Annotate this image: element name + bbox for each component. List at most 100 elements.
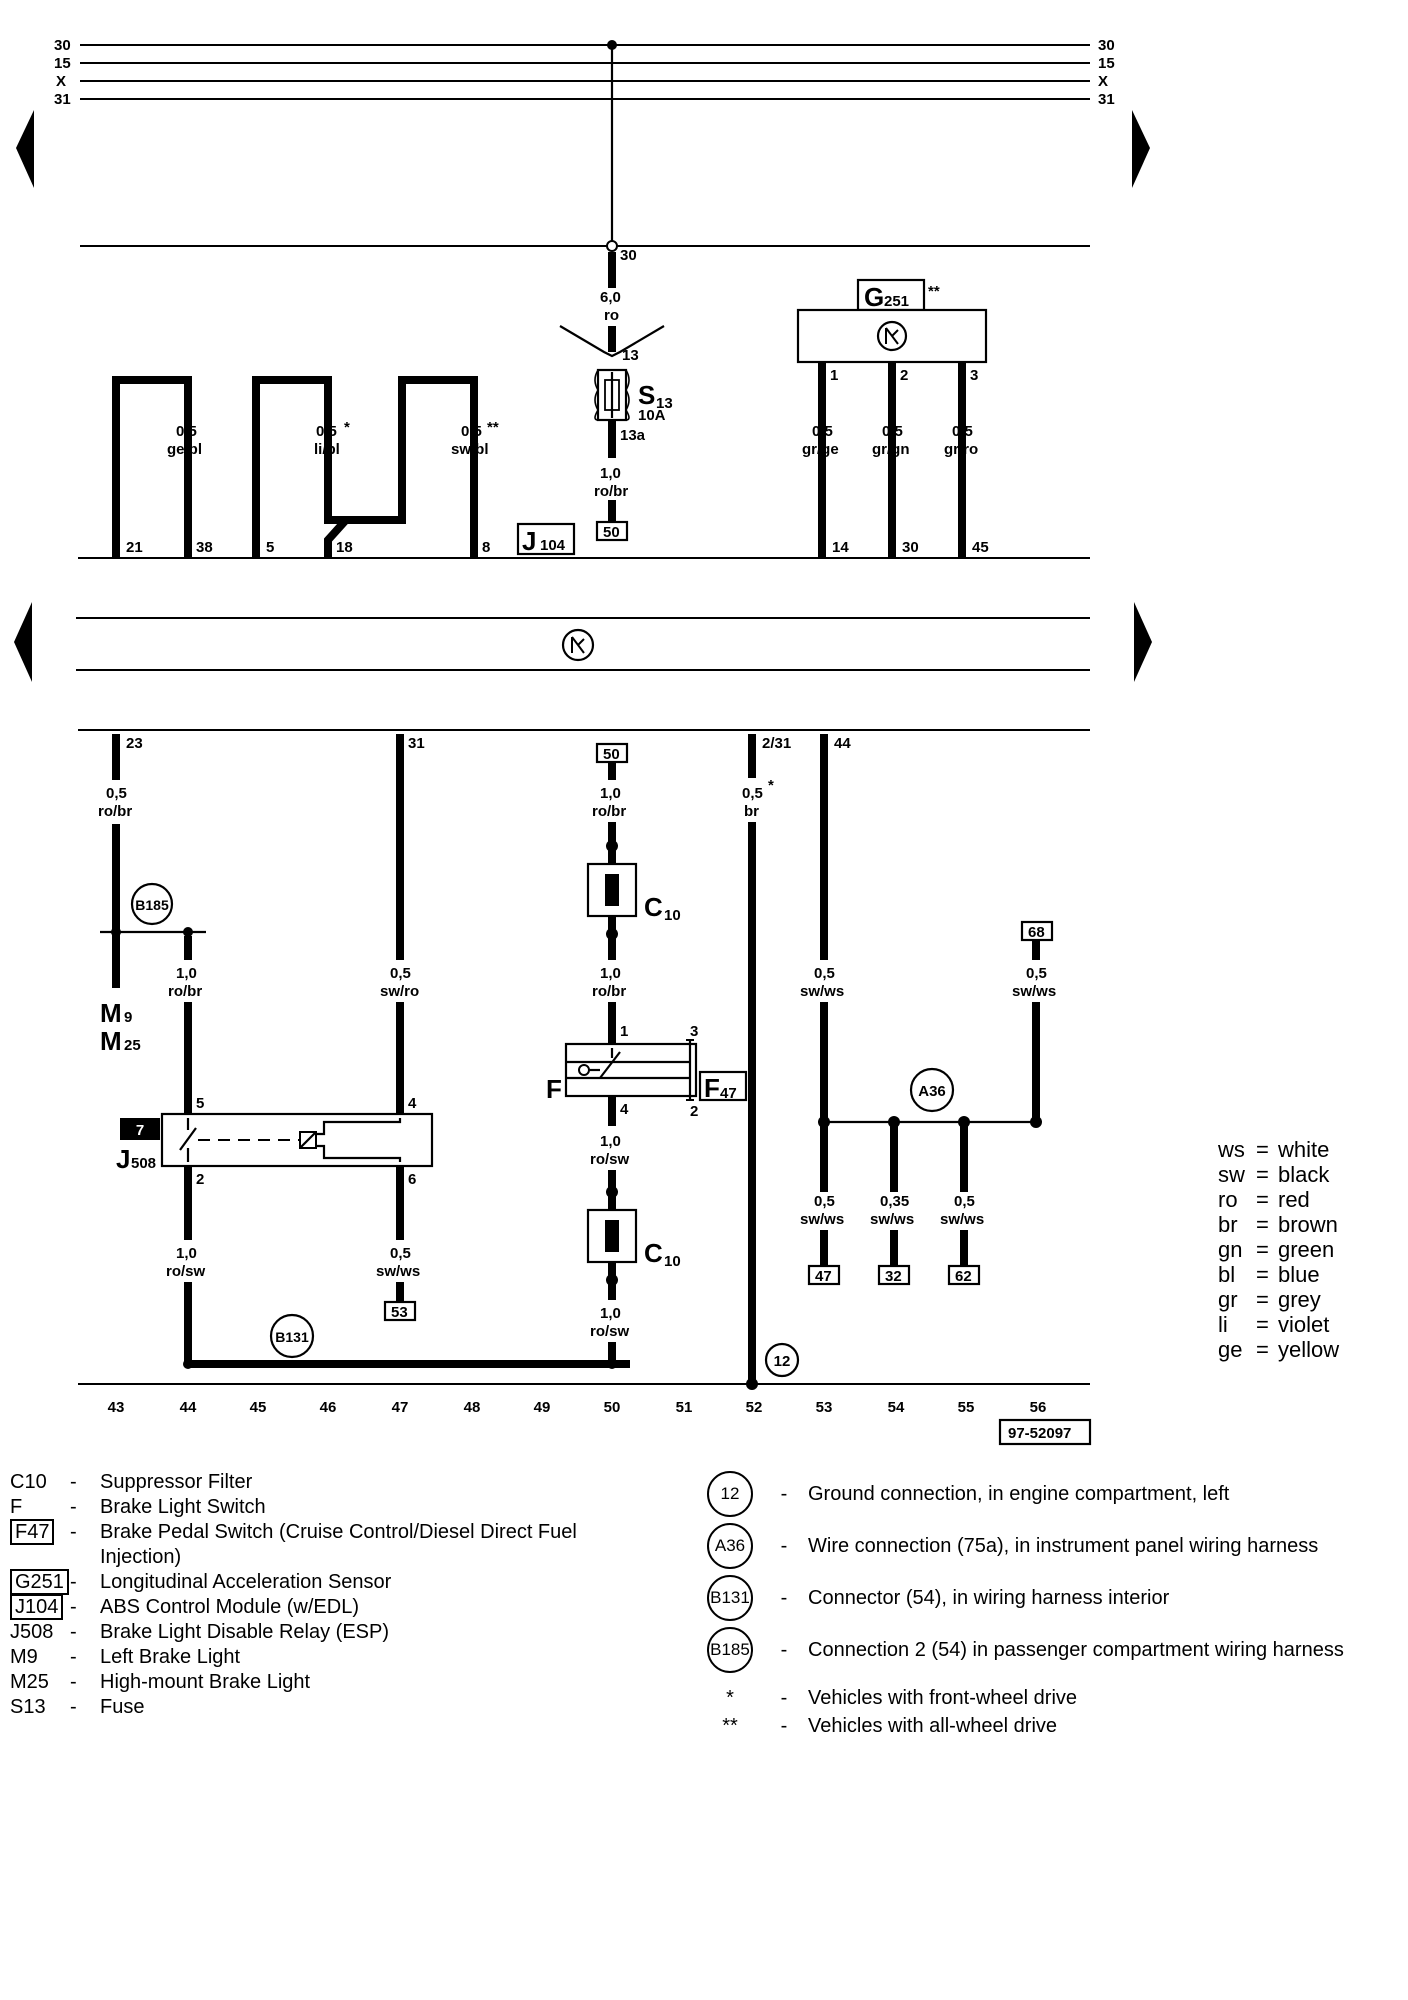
color-code-row: ws=white <box>1218 1137 1339 1162</box>
j508-pin-6: 6 <box>408 1171 416 1188</box>
wire-li-bl-color: li/bl <box>314 441 340 458</box>
color-code-row: gn=green <box>1218 1237 1339 1262</box>
f-pin-3: 3 <box>690 1023 698 1040</box>
wire-connection-a36[interactable]: A36 <box>909 1067 955 1113</box>
wc10b-size: 1,0 <box>600 1305 621 1322</box>
terminal-50-upper: 50 <box>603 524 620 541</box>
scale-tick-53: 53 <box>816 1399 833 1416</box>
bus-label-30-left: 30 <box>54 37 71 54</box>
location-symbol-cell: A36 <box>700 1523 760 1569</box>
w23-color: ro/br <box>98 803 132 820</box>
w23-size: 0,5 <box>106 785 127 802</box>
legend-row: F-Brake Light Switch <box>10 1495 660 1520</box>
note-desc: Vehicles with all-wheel drive <box>808 1714 1058 1737</box>
legend-dash: - <box>780 1586 788 1609</box>
fuse-s13[interactable] <box>594 368 630 422</box>
diagram-id: 97-52097 <box>1008 1425 1071 1442</box>
legend-desc: Longitudinal Acceleration Sensor <box>100 1570 640 1595</box>
color-code: gn <box>1218 1237 1243 1262</box>
terminal-53: 53 <box>391 1304 408 1321</box>
color-name: black <box>1278 1162 1330 1187</box>
color-code-row: br=brown <box>1218 1212 1339 1237</box>
color-name: red <box>1278 1187 1310 1212</box>
color-name: violet <box>1278 1312 1330 1337</box>
legend-desc-line: Brake Light Switch <box>100 1496 266 1518</box>
wire-sw-bl-color: sw/bl <box>451 441 489 458</box>
note-row: *-Vehicles with front-wheel drive <box>700 1684 1344 1712</box>
relay-j508[interactable] <box>160 1112 434 1168</box>
fuse-out-size: 1,0 <box>600 465 621 482</box>
m25-sub: 25 <box>124 1037 141 1054</box>
next-page-arrow-icon-lower[interactable] <box>1134 602 1152 682</box>
g251-w3-size: 0,5 <box>952 423 973 440</box>
bus-label-x-right: X <box>1098 73 1108 90</box>
suppressor-c10-upper[interactable] <box>586 862 638 918</box>
brake-light-switch-f[interactable] <box>564 1039 698 1101</box>
legend-code-cell: J508 <box>10 1620 70 1645</box>
legend-desc-line: Left Brake Light <box>100 1646 241 1668</box>
color-code-row: li=violet <box>1218 1312 1339 1337</box>
color-name: white <box>1278 1137 1330 1162</box>
legend-code-cell: S13 <box>10 1695 70 1720</box>
w47-size: 0,5 <box>814 1193 835 1210</box>
wj2-color: ro/sw <box>166 1263 206 1280</box>
connector-b131[interactable]: B131 <box>269 1313 315 1359</box>
location-symbol: B131 <box>707 1575 753 1621</box>
legend-row: C10-Suppressor Filter <box>10 1470 660 1495</box>
location-symbol-cell: B131 <box>700 1575 760 1621</box>
location-symbol: 12 <box>707 1471 753 1517</box>
suppressor-c10-lower[interactable] <box>586 1208 638 1264</box>
j508-pin-2: 2 <box>196 1171 204 1188</box>
f-pin-4: 4 <box>620 1101 629 1118</box>
legend-dash: - <box>70 1671 77 1693</box>
location-desc: Connection 2 (54) in passenger compartme… <box>808 1638 1344 1661</box>
legend-code-cell: G251 <box>10 1569 70 1595</box>
connector-b185[interactable]: B185 <box>130 882 174 926</box>
c10-upper-label: C <box>644 892 663 922</box>
location-desc: Wire connection (75a), in instrument pan… <box>808 1534 1319 1557</box>
fuse-out-color: ro/br <box>594 483 628 500</box>
equals-sign: = <box>1256 1187 1269 1212</box>
color-code-row: gr=grey <box>1218 1287 1339 1312</box>
wj2-size: 1,0 <box>176 1245 197 1262</box>
w68-size: 0,5 <box>1026 965 1047 982</box>
color-name: brown <box>1278 1212 1338 1237</box>
color-code: sw <box>1218 1162 1245 1187</box>
legend-code-cell: M9 <box>10 1645 70 1670</box>
prev-page-arrow-icon[interactable] <box>16 110 34 188</box>
wf4-size: 1,0 <box>600 1133 621 1150</box>
bus-label-15-left: 15 <box>54 55 71 72</box>
equals-sign: = <box>1256 1262 1269 1287</box>
legend-code: J104 <box>10 1594 64 1620</box>
w32-color: sw/ws <box>870 1211 914 1228</box>
next-page-arrow-icon[interactable] <box>1132 110 1150 188</box>
color-name: green <box>1278 1237 1335 1262</box>
color-code-row: ro=red <box>1218 1187 1339 1212</box>
w62-size: 0,5 <box>954 1193 975 1210</box>
upper-pin-labels: 21 38 5 18 8 14 30 45 <box>126 539 989 556</box>
m9-sub: 9 <box>124 1009 132 1026</box>
terminal-32: 32 <box>885 1268 902 1285</box>
note-row: **-Vehicles with all-wheel drive <box>700 1712 1344 1740</box>
legend-desc: Brake Light Disable Relay (ESP) <box>100 1620 640 1645</box>
legend-code: M25 <box>10 1671 49 1693</box>
location-symbol: A36 <box>707 1523 753 1569</box>
j508-pin-4: 4 <box>408 1095 417 1112</box>
pin-8: 8 <box>482 539 490 556</box>
color-code: ge <box>1218 1337 1243 1362</box>
w50a-size: 1,0 <box>600 785 621 802</box>
color-code: ws <box>1218 1137 1245 1162</box>
terminal-68: 68 <box>1028 924 1045 941</box>
prev-page-arrow-icon-lower[interactable] <box>14 602 32 682</box>
ground-12[interactable]: 12 <box>764 1342 800 1378</box>
legend-desc: Suppressor Filter <box>100 1470 640 1495</box>
legend-dash: - <box>70 1496 77 1518</box>
j508-tag: 7 <box>136 1122 144 1139</box>
scale-tick-46: 46 <box>320 1399 337 1416</box>
legend-code-cell: J104 <box>10 1594 70 1620</box>
legend-dash: - <box>780 1638 788 1661</box>
wf4-color: ro/sw <box>590 1151 630 1168</box>
f47-sub: 47 <box>720 1085 737 1102</box>
equals-sign: = <box>1256 1212 1269 1237</box>
